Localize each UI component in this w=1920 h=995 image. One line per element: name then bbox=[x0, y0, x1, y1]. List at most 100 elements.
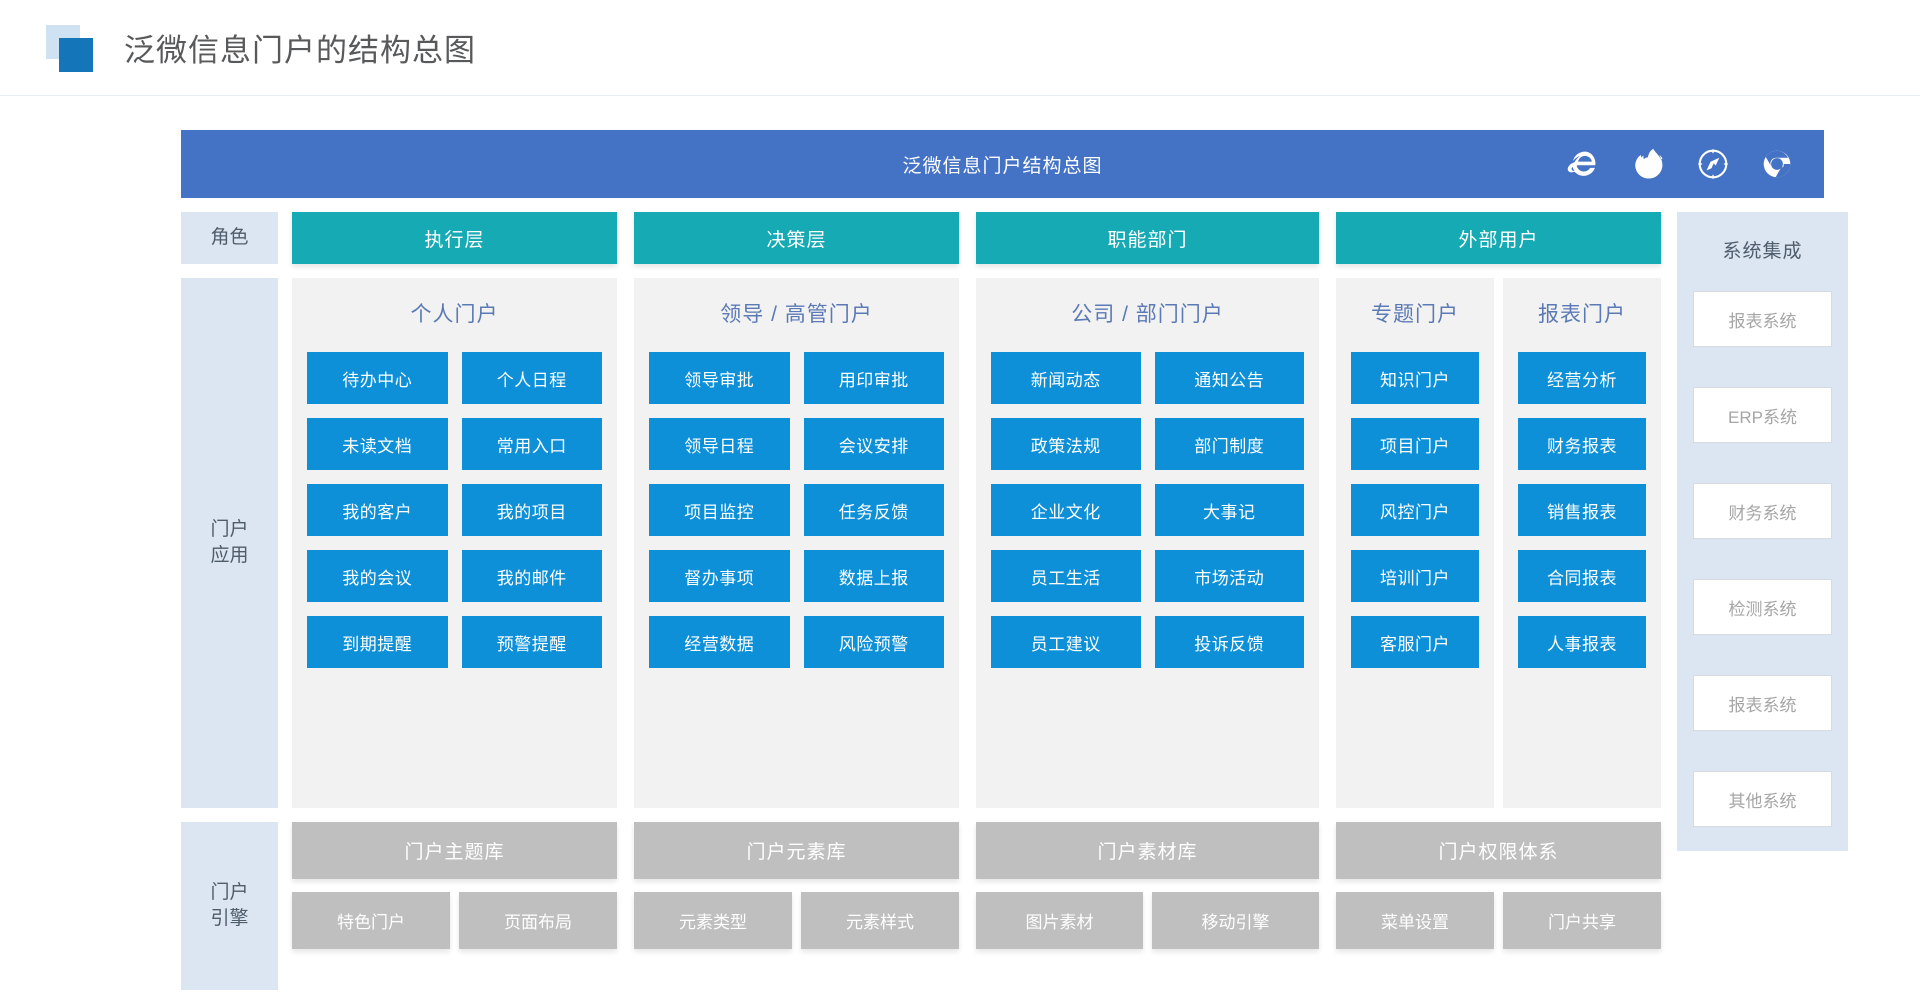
portal-tile[interactable]: 客服门户 bbox=[1351, 616, 1479, 668]
app-title-bar: 泛微信息门户结构总图 bbox=[181, 130, 1824, 198]
chrome-icon[interactable] bbox=[1758, 145, 1796, 183]
engine-subitem-row: 特色门户 页面布局 元素类型 元素样式 图片素材 移动引擎 菜单设置 门户共享 bbox=[292, 892, 1661, 949]
portal-columns-row: 个人门户 待办中心 个人日程 未读文档 常用入口 我的客户 我的项目 我的会议 … bbox=[292, 278, 1661, 808]
portal-tile[interactable]: 员工建议 bbox=[991, 616, 1141, 668]
engine-subitem[interactable]: 移动引擎 bbox=[1152, 892, 1319, 949]
portal-tile[interactable]: 员工生活 bbox=[991, 550, 1141, 602]
portal-column-personal: 个人门户 待办中心 个人日程 未读文档 常用入口 我的客户 我的项目 我的会议 … bbox=[292, 278, 617, 808]
portal-tile[interactable]: 用印审批 bbox=[803, 352, 944, 404]
portal-tile[interactable]: 常用入口 bbox=[461, 418, 602, 470]
portal-tile[interactable]: 通知公告 bbox=[1154, 352, 1304, 404]
portal-tile[interactable]: 合同报表 bbox=[1518, 550, 1646, 602]
portal-column-company-dept: 公司 / 部门门户 新闻动态 通知公告 政策法规 部门制度 企业文化 大事记 员… bbox=[976, 278, 1319, 808]
portal-tile[interactable]: 销售报表 bbox=[1518, 484, 1646, 536]
portal-tile[interactable]: 我的项目 bbox=[461, 484, 602, 536]
portal-tile[interactable]: 项目监控 bbox=[649, 484, 790, 536]
portal-column-title: 专题门户 bbox=[1371, 303, 1459, 326]
page-title: 泛微信息门户的结构总图 bbox=[124, 33, 476, 68]
portal-tile[interactable]: 督办事项 bbox=[649, 550, 790, 602]
portal-tile[interactable]: 任务反馈 bbox=[803, 484, 944, 536]
portal-tile[interactable]: 大事记 bbox=[1154, 484, 1304, 536]
system-integration-item-report[interactable]: 报表系统 bbox=[1693, 291, 1832, 347]
portal-tile[interactable]: 新闻动态 bbox=[991, 352, 1141, 404]
portal-tile[interactable]: 市场活动 bbox=[1154, 550, 1304, 602]
portal-tile[interactable]: 会议安排 bbox=[803, 418, 944, 470]
engine-library-theme[interactable]: 门户主题库 bbox=[292, 822, 617, 879]
rail-label-portal-engine: 门户 引擎 bbox=[181, 822, 278, 990]
system-integration-item-finance[interactable]: 财务系统 bbox=[1693, 483, 1832, 539]
internet-explorer-icon[interactable] bbox=[1566, 145, 1604, 183]
engine-subitem[interactable]: 特色门户 bbox=[292, 892, 450, 949]
portal-tile-grid: 待办中心 个人日程 未读文档 常用入口 我的客户 我的项目 我的会议 我的邮件 … bbox=[307, 352, 602, 668]
portal-tile[interactable]: 预警提醒 bbox=[461, 616, 602, 668]
portal-tile[interactable]: 财务报表 bbox=[1518, 418, 1646, 470]
portal-tile[interactable]: 到期提醒 bbox=[307, 616, 448, 668]
portal-tile[interactable]: 部门制度 bbox=[1154, 418, 1304, 470]
portal-tile[interactable]: 数据上报 bbox=[803, 550, 944, 602]
portal-tile[interactable]: 培训门户 bbox=[1351, 550, 1479, 602]
portal-tile[interactable]: 我的客户 bbox=[307, 484, 448, 536]
engine-library-permission[interactable]: 门户权限体系 bbox=[1336, 822, 1661, 879]
engine-subitem[interactable]: 元素样式 bbox=[801, 892, 959, 949]
portal-tile[interactable]: 投诉反馈 bbox=[1154, 616, 1304, 668]
engine-subitem[interactable]: 图片素材 bbox=[976, 892, 1143, 949]
portal-tile[interactable]: 我的邮件 bbox=[461, 550, 602, 602]
portal-tile[interactable]: 企业文化 bbox=[991, 484, 1141, 536]
engine-subitem[interactable]: 页面布局 bbox=[459, 892, 617, 949]
system-integration-item-other[interactable]: 其他系统 bbox=[1693, 771, 1832, 827]
engine-library-material[interactable]: 门户素材库 bbox=[976, 822, 1319, 879]
center-area: 执行层 决策层 职能部门 外部用户 个人门户 待办中心 个人日程 未读文档 常用… bbox=[292, 212, 1661, 949]
engine-subitem[interactable]: 元素类型 bbox=[634, 892, 792, 949]
rail-label-portal-apps-line1: 门户 bbox=[210, 519, 249, 541]
system-integration-item-report-2[interactable]: 报表系统 bbox=[1693, 675, 1832, 731]
portal-column-leader: 领导 / 高管门户 领导审批 用印审批 领导日程 会议安排 项目监控 任务反馈 … bbox=[634, 278, 959, 808]
engine-subitem-pair: 元素类型 元素样式 bbox=[634, 892, 959, 949]
portal-column-title: 个人门户 bbox=[410, 303, 499, 326]
system-integration-item-inspection[interactable]: 检测系统 bbox=[1693, 579, 1832, 635]
portal-tile[interactable]: 政策法规 bbox=[991, 418, 1141, 470]
portal-tile[interactable]: 风险预警 bbox=[803, 616, 944, 668]
portal-tile[interactable]: 人事报表 bbox=[1518, 616, 1646, 668]
engine-subitem[interactable]: 门户共享 bbox=[1503, 892, 1661, 949]
portal-structure-diagram: 泛微信息门户结构总图 bbox=[0, 96, 1920, 995]
left-rail: 角色 门户 应用 门户 引擎 bbox=[181, 212, 278, 990]
portal-tile[interactable]: 知识门户 bbox=[1351, 352, 1479, 404]
engine-library-element[interactable]: 门户元素库 bbox=[634, 822, 959, 879]
engine-subitem[interactable]: 菜单设置 bbox=[1336, 892, 1494, 949]
portal-tile[interactable]: 经营分析 bbox=[1518, 352, 1646, 404]
engine-subitem-pair: 特色门户 页面布局 bbox=[292, 892, 617, 949]
engine-subitem-pair: 菜单设置 门户共享 bbox=[1336, 892, 1661, 949]
portal-tile[interactable]: 风控门户 bbox=[1351, 484, 1479, 536]
portal-column-title: 领导 / 高管门户 bbox=[720, 303, 873, 326]
role-card-function-dept[interactable]: 职能部门 bbox=[976, 212, 1319, 264]
page-header: 泛微信息门户的结构总图 bbox=[0, 0, 1920, 96]
portal-tile[interactable]: 未读文档 bbox=[307, 418, 448, 470]
portal-column-report: 报表门户 经营分析 财务报表 销售报表 合同报表 人事报表 bbox=[1503, 278, 1661, 808]
system-integration-item-erp[interactable]: ERP系统 bbox=[1693, 387, 1832, 443]
portal-tile-grid: 新闻动态 通知公告 政策法规 部门制度 企业文化 大事记 员工生活 市场活动 员… bbox=[991, 352, 1304, 668]
diagram-canvas: 泛微信息门户结构总图 bbox=[181, 130, 1848, 990]
two-squares-logo-icon bbox=[42, 23, 98, 73]
role-card-decision[interactable]: 决策层 bbox=[634, 212, 959, 264]
portal-tile[interactable]: 领导日程 bbox=[649, 418, 790, 470]
rail-label-portal-engine-line2: 引擎 bbox=[210, 908, 249, 929]
portal-tile-grid: 领导审批 用印审批 领导日程 会议安排 项目监控 任务反馈 督办事项 数据上报 … bbox=[649, 352, 944, 668]
rail-label-portal-apps: 门户 应用 bbox=[181, 278, 278, 808]
system-integration-title: 系统集成 bbox=[1722, 241, 1803, 262]
browser-icon-group bbox=[1566, 145, 1796, 183]
portal-tile[interactable]: 我的会议 bbox=[307, 550, 448, 602]
role-card-external-user[interactable]: 外部用户 bbox=[1336, 212, 1661, 264]
portal-tile[interactable]: 领导审批 bbox=[649, 352, 790, 404]
portal-tile[interactable]: 个人日程 bbox=[461, 352, 602, 404]
logo-square-front bbox=[59, 37, 93, 72]
firefox-icon[interactable] bbox=[1630, 145, 1668, 183]
portal-column-title: 公司 / 部门门户 bbox=[1071, 303, 1224, 326]
portal-tile[interactable]: 经营数据 bbox=[649, 616, 790, 668]
role-card-executive[interactable]: 执行层 bbox=[292, 212, 617, 264]
portal-tile-grid: 经营分析 财务报表 销售报表 合同报表 人事报表 bbox=[1518, 352, 1646, 668]
portal-tile[interactable]: 项目门户 bbox=[1351, 418, 1479, 470]
engine-subitem-pair: 图片素材 移动引擎 bbox=[976, 892, 1319, 949]
safari-icon[interactable] bbox=[1694, 145, 1732, 183]
role-row: 执行层 决策层 职能部门 外部用户 bbox=[292, 212, 1661, 264]
portal-tile[interactable]: 待办中心 bbox=[307, 352, 448, 404]
